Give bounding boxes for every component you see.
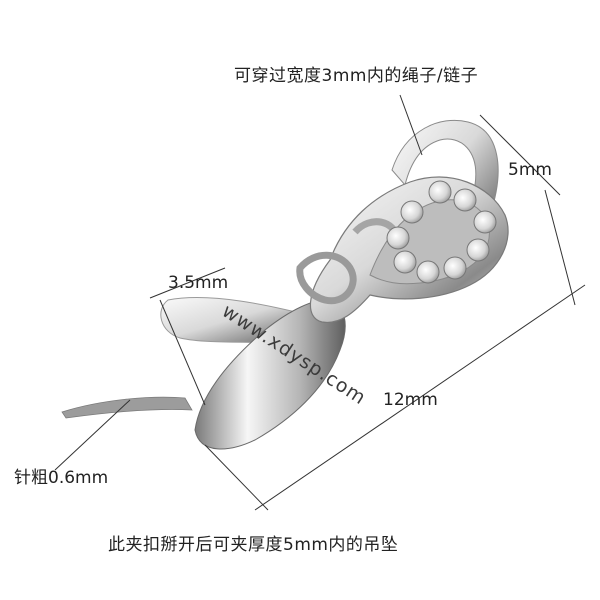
pinch-front bbox=[194, 299, 346, 450]
dimension-pinch-label: 3.5mm bbox=[168, 273, 229, 293]
dimension-lines bbox=[54, 94, 586, 511]
pin bbox=[61, 396, 193, 419]
dimension-length-label: 12mm bbox=[383, 390, 438, 410]
gem-stones bbox=[386, 180, 497, 284]
dimension-width-label: 5mm bbox=[508, 160, 552, 180]
pin-thickness-label: 针粗0.6mm bbox=[14, 468, 109, 488]
rope-width-note: 可穿过宽度3mm内的绳子/链子 bbox=[234, 66, 479, 86]
infinity-loop bbox=[296, 251, 357, 305]
caption: 此夹扣掰开后可夹厚度5mm内的吊坠 bbox=[108, 535, 399, 555]
